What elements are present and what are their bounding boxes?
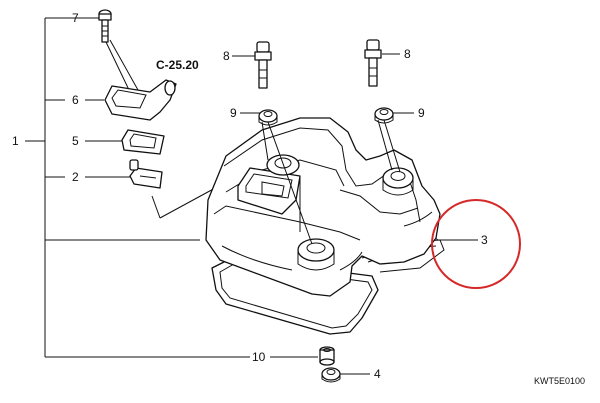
dowel-10 (319, 346, 335, 366)
bolt-8-left (254, 41, 272, 89)
callout-4: 4 (374, 367, 381, 381)
seal-4 (321, 367, 341, 383)
diagram-code: KWT5E0100 (534, 376, 585, 386)
valve-2 (129, 159, 163, 189)
callout-2: 2 (72, 170, 79, 184)
callout-9-right: 9 (418, 106, 425, 120)
callout-3: 3 (481, 233, 488, 247)
callout-9-left: 9 (230, 106, 237, 120)
bolt-8-right (364, 39, 382, 87)
callout-8-right: 8 (404, 47, 411, 61)
highlight-circle (431, 199, 521, 289)
callout-1: 1 (12, 134, 19, 148)
callout-7: 7 (72, 11, 79, 25)
reference-label: C-25.20 (156, 58, 199, 72)
cylinder-head-cover (205, 117, 445, 335)
grommet-9-right (374, 107, 394, 124)
bolt-7 (98, 9, 112, 43)
callout-10: 10 (252, 350, 266, 364)
gasket-5 (121, 129, 165, 155)
callout-5: 5 (72, 134, 79, 148)
callout-6: 6 (72, 93, 79, 107)
callout-8-left: 8 (223, 49, 230, 63)
breather-cover-6 (104, 79, 177, 121)
